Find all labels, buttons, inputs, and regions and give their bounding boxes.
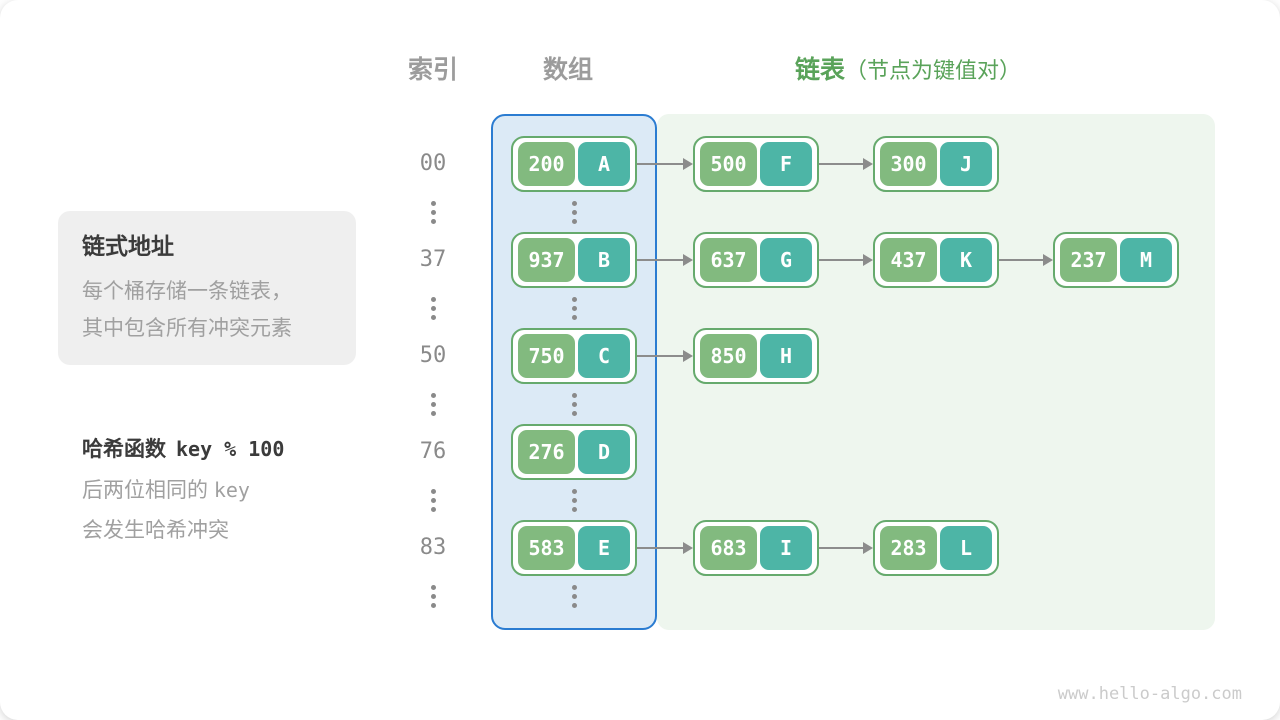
hash-function-note: 哈希函数 key % 100 后两位相同的 key 会发生哈希冲突 (82, 436, 284, 544)
hash-conflict-note-line2: 会发生哈希冲突 (82, 519, 229, 542)
node-key: 750 (518, 334, 575, 378)
arrow-icon (999, 253, 1053, 267)
arrow-icon (637, 541, 693, 555)
arrow-icon (819, 157, 873, 171)
linked-list-header-label: 链表 (795, 56, 846, 84)
node-value: M (1120, 238, 1172, 282)
array-column-header: 数组 (542, 56, 593, 84)
index-column-header: 索引 (407, 56, 458, 84)
node-key: 276 (518, 430, 575, 474)
arrow-shaft (819, 258, 865, 262)
arrow-icon (819, 253, 873, 267)
node-value: G (760, 238, 812, 282)
method-title: 链式地址 (82, 233, 174, 259)
node-key: 437 (880, 238, 937, 282)
method-description-line2: 其中包含所有冲突元素 (82, 317, 292, 340)
linked-list-column-header: 链表（节点为键值对） (795, 56, 1021, 85)
node-key: 937 (518, 238, 575, 282)
row-index-label: 37 (419, 247, 447, 272)
arrow-shaft (819, 162, 865, 166)
node-value: H (760, 334, 812, 378)
row-index-label: 50 (419, 343, 447, 368)
method-description: 每个桶存储一条链表， 其中包含所有冲突元素 (82, 273, 332, 347)
node-key: 683 (700, 526, 757, 570)
node-key: 300 (880, 142, 937, 186)
ellipsis-icon (571, 489, 577, 512)
node-key: 237 (1060, 238, 1117, 282)
row-index-label: 83 (419, 535, 447, 560)
ellipsis-icon (571, 585, 577, 608)
hash-function-label-text: 哈希函数 (82, 438, 166, 461)
hash-conflict-note-text: 后两位相同的 (82, 479, 208, 502)
ellipsis-icon (430, 201, 436, 224)
hash-conflict-note-key: key (213, 478, 250, 502)
hash-conflict-note-line1: 后两位相同的 key (82, 477, 284, 504)
node-key: 500 (700, 142, 757, 186)
node-value: A (578, 142, 630, 186)
arrow-icon (637, 253, 693, 267)
arrow-shaft (637, 258, 685, 262)
method-callout-card: 链式地址 每个桶存储一条链表， 其中包含所有冲突元素 (58, 211, 356, 365)
arrow-icon (637, 349, 693, 363)
node-value: L (940, 526, 992, 570)
node-value: E (578, 526, 630, 570)
row-index-label: 00 (419, 151, 447, 176)
arrow-shaft (999, 258, 1045, 262)
node-key: 850 (700, 334, 757, 378)
ellipsis-icon (571, 393, 577, 416)
ellipsis-icon (571, 201, 577, 224)
node-value: D (578, 430, 630, 474)
arrow-shaft (637, 162, 685, 166)
arrow-shaft (637, 546, 685, 550)
ellipsis-icon (430, 489, 436, 512)
node-value: B (578, 238, 630, 282)
hash-function-label: 哈希函数 key % 100 (82, 436, 284, 463)
ellipsis-icon (430, 393, 436, 416)
linked-list-header-note: （节点为键值对） (845, 58, 1022, 83)
hash-function-formula: key % 100 (176, 437, 285, 461)
arrow-shaft (637, 354, 685, 358)
node-key: 283 (880, 526, 937, 570)
node-value: I (760, 526, 812, 570)
arrow-icon (637, 157, 693, 171)
arrow-icon (819, 541, 873, 555)
method-description-line1: 每个桶存储一条链表， (82, 280, 292, 303)
ellipsis-icon (571, 297, 577, 320)
arrow-shaft (819, 546, 865, 550)
ellipsis-icon (430, 585, 436, 608)
node-value: F (760, 142, 812, 186)
row-index-label: 76 (419, 439, 447, 464)
node-key: 200 (518, 142, 575, 186)
node-value: J (940, 142, 992, 186)
node-value: K (940, 238, 992, 282)
watermark: www.hello-algo.com (1057, 684, 1242, 704)
node-value: C (578, 334, 630, 378)
ellipsis-icon (430, 297, 436, 320)
node-key: 583 (518, 526, 575, 570)
node-key: 637 (700, 238, 757, 282)
